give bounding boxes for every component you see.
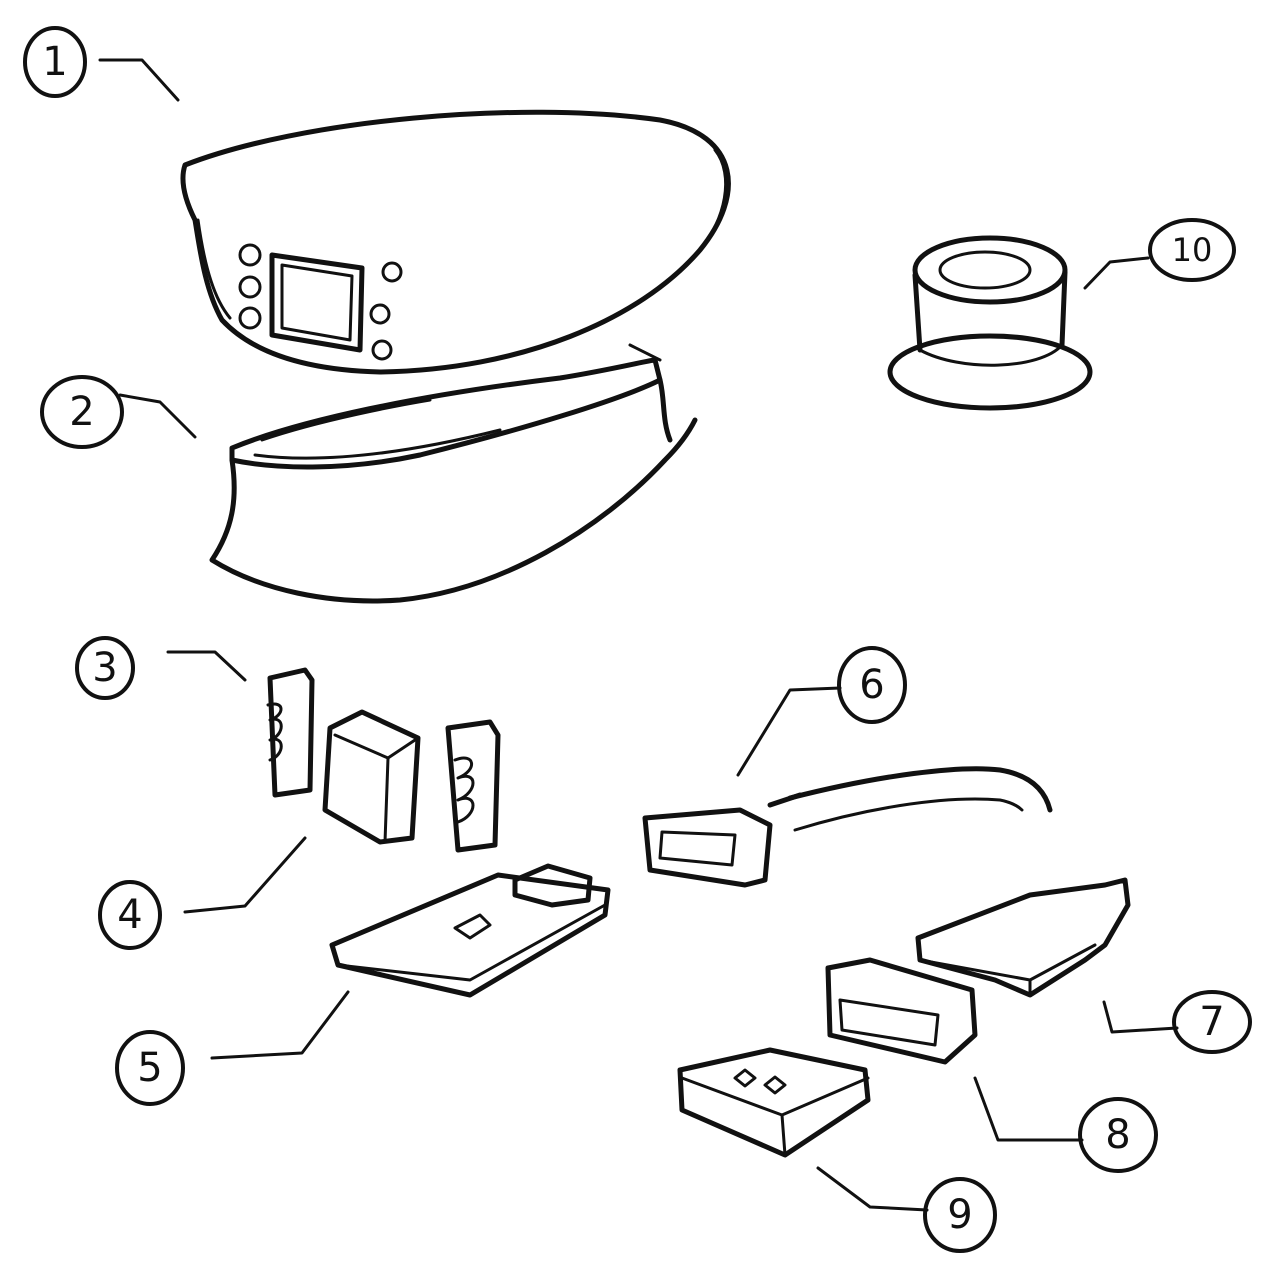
callout-9: 9: [923, 1177, 997, 1253]
callout-7: 7: [1172, 990, 1252, 1054]
callout-4-label: 4: [117, 892, 142, 938]
display-screen-icon: [269, 252, 365, 353]
part-connector-housing: [915, 877, 1131, 998]
callout-8-label: 8: [1105, 1112, 1130, 1158]
part-top-housing: [180, 109, 731, 375]
leader-lines: [98, 58, 1179, 1212]
callout-5: 5: [115, 1030, 185, 1106]
callout-6: 6: [837, 646, 907, 724]
callout-8: 8: [1078, 1097, 1158, 1173]
part-port-frame: [825, 957, 978, 1065]
callout-9-label: 9: [947, 1192, 972, 1238]
callout-2: 2: [40, 375, 124, 449]
callout-4: 4: [98, 880, 162, 950]
callout-3: 3: [75, 636, 135, 700]
callout-1-label: 1: [42, 39, 67, 85]
part-circuit-board: [329, 863, 611, 998]
callout-10: 10: [1148, 218, 1236, 282]
callout-7-label: 7: [1199, 999, 1224, 1045]
button-cluster-right: [369, 261, 403, 361]
part-base-tray: [209, 343, 698, 604]
part-spring-connectors: [266, 667, 501, 853]
part-knob-cap: [887, 235, 1093, 411]
part-cable-plug: [642, 766, 1053, 888]
callout-6-label: 6: [859, 662, 884, 708]
callout-1: 1: [23, 26, 87, 98]
button-cluster-left: [238, 243, 262, 330]
callout-10-label: 10: [1172, 231, 1213, 269]
callout-2-label: 2: [69, 389, 94, 435]
part-small-box: [677, 1047, 871, 1158]
callout-5-label: 5: [137, 1045, 162, 1091]
callout-3-label: 3: [92, 645, 117, 691]
part-cube-block: [322, 709, 421, 845]
